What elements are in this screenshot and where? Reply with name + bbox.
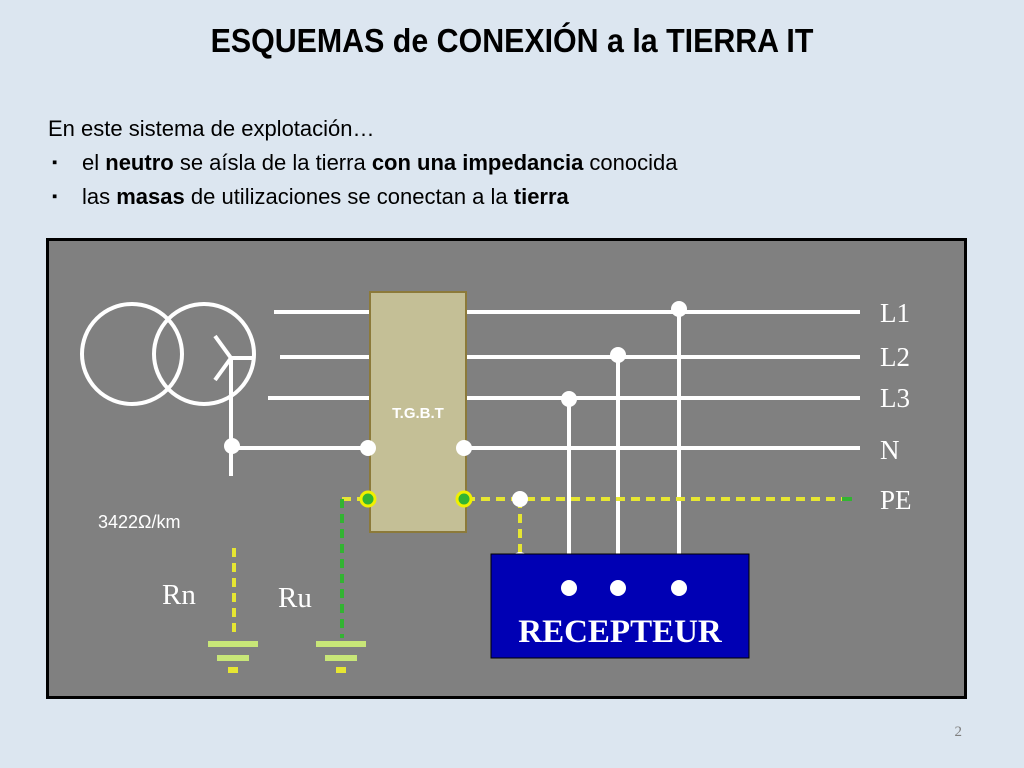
earth-symbol-icon	[208, 641, 258, 673]
it-earthing-diagram: T.G.B.T RECEPTEUR L1 L2 L3 N PE 3422Ω/km…	[46, 238, 967, 699]
line-label-n: N	[880, 435, 900, 465]
line-label-pe: PE	[880, 485, 912, 515]
impedance-label: 3422Ω/km	[98, 512, 181, 532]
bullet-text: conocida	[583, 150, 678, 175]
bullet-bold-text: masas	[116, 184, 185, 209]
bullet-item-masas: ▪ las masas de utilizaciones se conectan…	[52, 184, 678, 218]
bullet-bold-text: tierra	[513, 184, 569, 209]
bullet-list: ▪ el neutro se aísla de la tierra con un…	[52, 150, 678, 218]
bullet-text: el	[82, 150, 106, 175]
intro-text: En este sistema de explotación…	[48, 116, 375, 141]
slide-number: 2	[954, 724, 963, 740]
bullet-item-neutro: ▪ el neutro se aísla de la tierra con un…	[52, 150, 678, 184]
bullet-text: las	[82, 184, 117, 209]
bullet-marker-icon: ▪	[52, 188, 58, 205]
earth-label-rn: Rn	[162, 579, 196, 611]
pe-terminal-right	[455, 490, 473, 508]
tgbt-label: T.G.B.T	[392, 405, 444, 422]
bullet-marker-icon: ▪	[52, 154, 58, 171]
line-label-l2: L2	[880, 342, 910, 372]
earth-symbol-icon	[316, 641, 366, 673]
bullet-bold-text: neutro	[105, 150, 174, 175]
receiver-terminals	[561, 580, 687, 596]
line-label-l1: L1	[880, 298, 910, 328]
pe-terminal-left	[359, 490, 377, 508]
bullet-text: se aísla de la tierra	[173, 150, 372, 175]
bullet-text: de utilizaciones se conectan a la	[184, 184, 514, 209]
slide-title: ESQUEMAS de CONEXIÓN a la TIERRA IT	[210, 22, 814, 59]
connection-dots	[224, 301, 687, 568]
receiver-label: RECEPTEUR	[518, 614, 723, 650]
transformer-icon	[80, 302, 256, 476]
earth-label-ru: Ru	[278, 582, 312, 614]
line-label-l3: L3	[880, 383, 910, 413]
receiver-box	[490, 553, 750, 659]
bullet-bold-text: con una impedancia	[371, 150, 584, 175]
tgbt-panel	[369, 291, 467, 533]
